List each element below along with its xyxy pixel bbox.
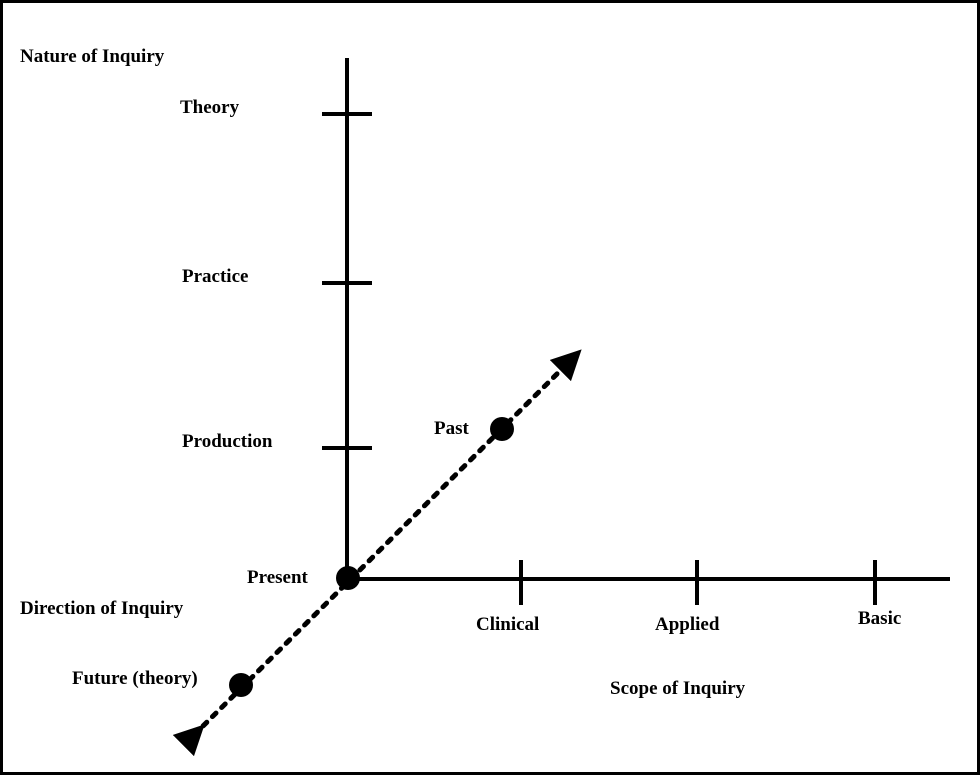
- label-practice: Practice: [182, 266, 248, 287]
- label-future: Future (theory): [72, 668, 198, 689]
- label-basic: Basic: [858, 608, 901, 629]
- label-theory: Theory: [180, 97, 240, 118]
- horizontal-axis-title: Scope of Inquiry: [610, 678, 746, 699]
- past-dot: [490, 417, 514, 441]
- label-past: Past: [434, 418, 470, 439]
- label-applied: Applied: [655, 614, 720, 635]
- label-production: Production: [182, 431, 273, 452]
- present-dot: [336, 566, 360, 590]
- diagonal-axis-title: Direction of Inquiry: [20, 598, 184, 619]
- label-present: Present: [247, 567, 309, 588]
- label-clinical: Clinical: [476, 614, 539, 635]
- future-dot: [229, 673, 253, 697]
- vertical-axis-title: Nature of Inquiry: [20, 46, 165, 67]
